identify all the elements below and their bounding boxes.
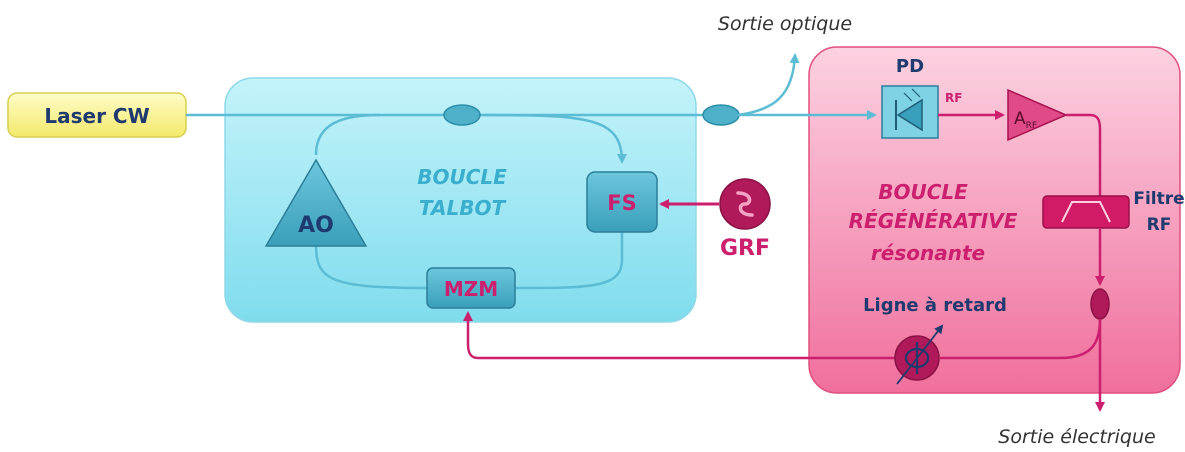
talbot-loop-bottom-left xyxy=(314,244,428,290)
laser-label: Laser CW xyxy=(44,104,149,128)
talbot-loop-box xyxy=(224,77,697,323)
grf-label: GRF xyxy=(720,236,770,261)
amp-label-sub: RF xyxy=(1026,121,1037,131)
ao-amplifier xyxy=(264,158,368,247)
amp-label-main: A xyxy=(1014,109,1026,129)
light-ray-2 xyxy=(911,88,921,98)
optical-output-label: Sortie optique xyxy=(718,13,852,35)
bandpass-icon xyxy=(1061,201,1111,223)
talbot-loop-path-right xyxy=(484,113,627,164)
rf-amplifier xyxy=(1007,88,1068,142)
regen-title-line3: résonante xyxy=(871,241,985,265)
regen-title-line1: BOUCLE xyxy=(878,180,968,204)
electrical-output-label: Sortie électrique xyxy=(998,426,1155,448)
coupler-2 xyxy=(702,104,740,126)
coupler-1 xyxy=(443,104,481,126)
amp-label: ARF xyxy=(1014,109,1037,131)
fs-box xyxy=(586,171,658,233)
sine-wave-icon xyxy=(736,191,754,217)
pd-label: PD xyxy=(896,56,924,77)
rf-splitter xyxy=(1090,288,1110,320)
talbot-loop-bottom xyxy=(514,259,624,290)
talbot-title-line1: BOUCLE xyxy=(417,165,507,189)
rf-label: RF xyxy=(945,91,962,105)
talbot-loop-path xyxy=(314,113,381,156)
light-ray-1 xyxy=(903,92,913,102)
optical-output-branch xyxy=(737,53,800,117)
ao-label: AO xyxy=(298,213,334,238)
splitter-to-delay-line xyxy=(940,318,1102,360)
amp-to-filter-line xyxy=(1066,113,1102,196)
rf-filter-box xyxy=(1042,195,1130,229)
filter-label-line1: Filtre xyxy=(1133,189,1184,209)
fs-label: FS xyxy=(607,191,636,215)
delay-to-mzm-line xyxy=(463,311,895,360)
mzm-label: MZM xyxy=(444,277,498,301)
mzm-box xyxy=(426,267,516,309)
talbot-title-line2: TALBOT xyxy=(419,196,507,220)
tunable-arrow-icon xyxy=(896,324,944,385)
filter-label-line2: RF xyxy=(1147,215,1172,235)
delay-line-label: Ligne à retard xyxy=(863,295,1007,316)
regen-title-line2: RÉGÉNÉRATIVE xyxy=(849,209,1018,233)
photodiode-icon xyxy=(896,98,923,132)
